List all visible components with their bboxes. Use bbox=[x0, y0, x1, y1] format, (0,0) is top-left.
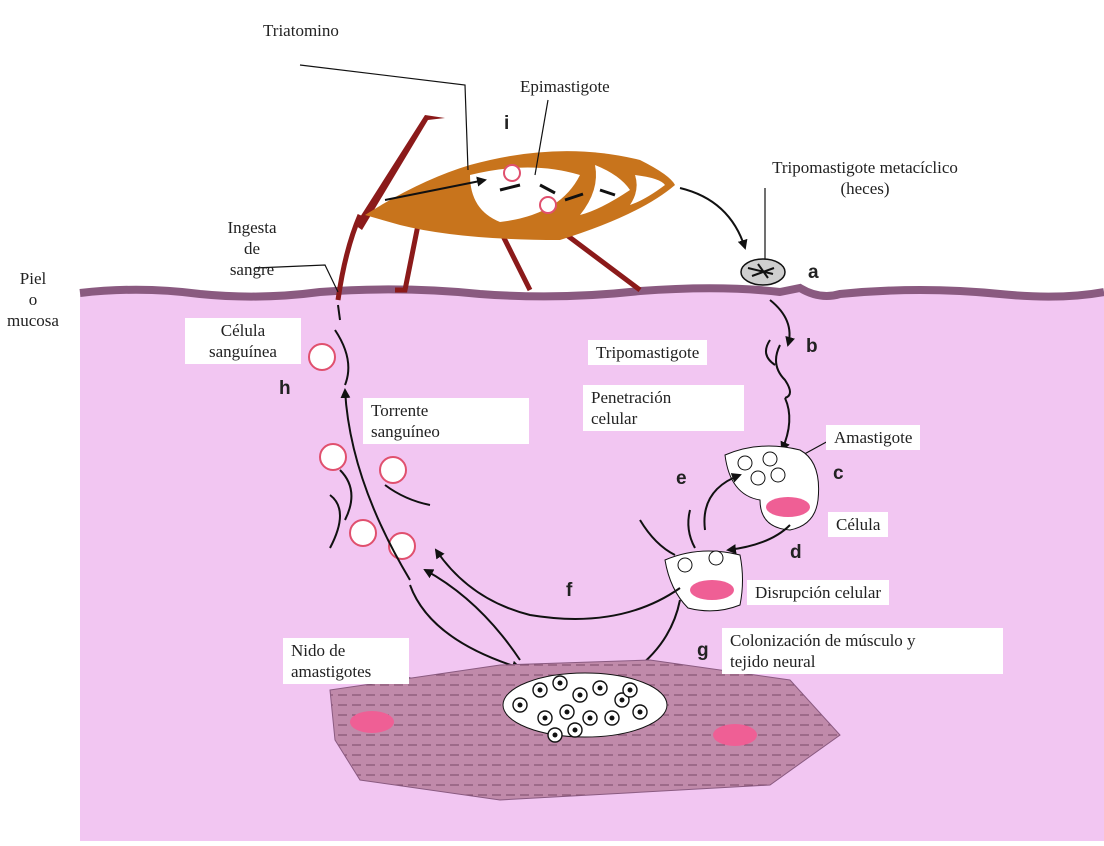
nest-amastigote-nucleus bbox=[620, 698, 625, 703]
label-torrente-sanguineo: Torrente sanguíneo bbox=[363, 398, 529, 444]
label-piel-line2: o bbox=[0, 289, 66, 310]
nest-amastigote-nucleus bbox=[638, 710, 643, 715]
stage-letter-h: h bbox=[279, 378, 291, 400]
triatomine-bug bbox=[338, 115, 675, 300]
nest-amastigote-nucleus bbox=[598, 686, 603, 691]
nest-amastigote-nucleus bbox=[558, 681, 563, 686]
nest-amastigote-nucleus bbox=[543, 716, 548, 721]
label-ingesta-de-sangre: Ingesta de sangre bbox=[212, 217, 292, 280]
label-celula-sang-line1: Célula bbox=[193, 320, 293, 341]
stage-letter-d: d bbox=[790, 542, 802, 564]
stage-letter-i: i bbox=[504, 113, 509, 135]
stage-letter-a: a bbox=[808, 262, 819, 284]
stage-letter-g: g bbox=[697, 640, 709, 662]
stage-letter-c: c bbox=[833, 463, 844, 485]
nest-amastigote-nucleus bbox=[518, 703, 523, 708]
stage-letter-b: b bbox=[806, 336, 818, 358]
label-piel-line1: Piel bbox=[0, 268, 66, 289]
stage-letter-f: f bbox=[566, 580, 572, 602]
label-ingesta-line3: sangre bbox=[212, 259, 292, 280]
nest-amastigote-nucleus bbox=[553, 733, 558, 738]
label-colonizacion-line2: tejido neural bbox=[730, 651, 995, 672]
nest-amastigote-nucleus bbox=[578, 693, 583, 698]
triatomino-leader bbox=[300, 65, 468, 170]
label-tripomastigote-metaciclico: Tripomastigote metacíclico (heces) bbox=[735, 157, 995, 199]
label-piel-line3: mucosa bbox=[0, 310, 66, 331]
label-nido-line1: Nido de bbox=[291, 640, 401, 661]
nest-amastigote-nucleus bbox=[565, 710, 570, 715]
label-epimastigote: Epimastigote bbox=[520, 76, 610, 97]
label-tripo-meta-line2: (heces) bbox=[735, 178, 995, 199]
label-nido-de-amastigotes: Nido de amastigotes bbox=[283, 638, 409, 684]
label-disrupcion-celular: Disrupción celular bbox=[747, 580, 889, 605]
label-celula: Célula bbox=[828, 512, 888, 537]
label-celula-sanguinea: Célula sanguínea bbox=[185, 318, 301, 364]
label-torrente-line1: Torrente bbox=[371, 400, 521, 421]
nest-amastigote-nucleus bbox=[573, 728, 578, 733]
label-torrente-line2: sanguíneo bbox=[371, 421, 521, 442]
label-colonizacion: Colonización de músculo y tejido neural bbox=[722, 628, 1003, 674]
stage-letter-e: e bbox=[676, 468, 687, 490]
nest-amastigote-nucleus bbox=[538, 688, 543, 693]
label-penetracion-celular: Penetración celular bbox=[583, 385, 744, 431]
label-ingesta-line1: Ingesta bbox=[212, 217, 292, 238]
label-amastigote: Amastigote bbox=[826, 425, 920, 450]
label-ingesta-line2: de bbox=[212, 238, 292, 259]
label-penetracion-line1: Penetración bbox=[591, 387, 736, 408]
label-tripo-meta-line1: Tripomastigote metacíclico bbox=[735, 157, 995, 178]
label-penetracion-line2: celular bbox=[591, 408, 736, 429]
label-tripomastigote: Tripomastigote bbox=[588, 340, 707, 365]
label-piel-o-mucosa: Piel o mucosa bbox=[0, 268, 66, 331]
nest-amastigote-nucleus bbox=[628, 688, 633, 693]
label-celula-sang-line2: sanguínea bbox=[193, 341, 293, 362]
nest-amastigote-nucleus bbox=[588, 716, 593, 721]
label-colonizacion-line1: Colonización de músculo y bbox=[730, 630, 995, 651]
metacyclic-feces bbox=[741, 259, 785, 285]
nest-amastigote-nucleus bbox=[610, 716, 615, 721]
label-triatomino: Triatomino bbox=[263, 20, 339, 41]
label-nido-line2: amastigotes bbox=[291, 661, 401, 682]
